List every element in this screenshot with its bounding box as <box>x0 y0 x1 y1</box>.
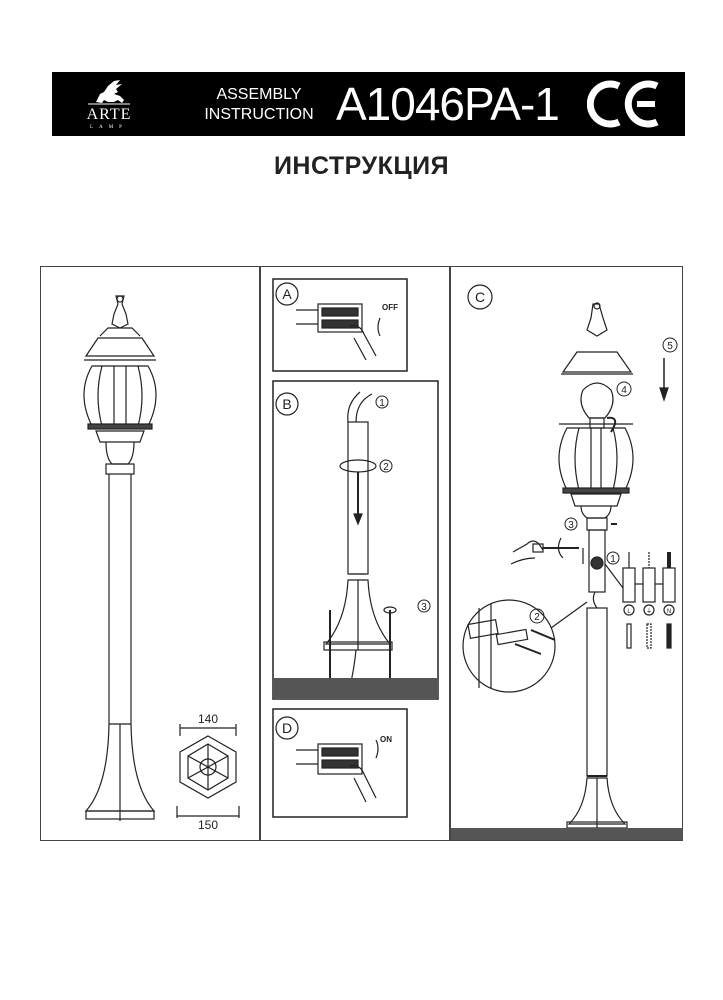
step-c-number-3: 3 <box>568 520 574 531</box>
step-a-panel: A OFF <box>272 278 408 372</box>
step-a-label: A <box>282 286 292 302</box>
assembly-line-2: INSTRUCTION <box>204 106 314 123</box>
step-c-number-2: 2 <box>534 612 540 623</box>
circuit-breaker-on-drawing <box>296 739 379 803</box>
switch-off-text: OFF <box>382 303 398 312</box>
lamp-assembly-drawing <box>462 302 676 829</box>
step-b-badge <box>275 392 299 416</box>
step-d-panel: D ON <box>272 708 408 818</box>
step-b-numbers: 1 2 3 <box>375 395 431 613</box>
pole-install-drawing <box>323 391 397 687</box>
step-c-label: C <box>475 289 485 305</box>
step-b-number-2: 2 <box>383 462 389 473</box>
ground-texture <box>451 828 683 840</box>
page-title: ИНСТРУКЦИЯ <box>273 152 450 180</box>
header-banner: ARTE LAMP ASSEMBLY INSTRUCTION A1046PA-1 <box>52 72 685 136</box>
circuit-breaker-off-drawing <box>296 303 381 361</box>
brand-subtitle: LAMP <box>90 125 128 130</box>
base-dimension-drawing <box>176 724 240 818</box>
terminal-labels: L ⏚ N <box>627 608 671 615</box>
step-d-label: D <box>282 720 292 736</box>
step-c-panel: C <box>451 284 683 840</box>
overview-panel: 140 150 <box>83 295 240 832</box>
step-d-badge <box>275 716 299 740</box>
dimension-width-150: 150 <box>198 818 218 832</box>
step-b-number-3: 3 <box>421 602 427 613</box>
step-c-number-4: 4 <box>621 385 627 396</box>
assembly-instruction-label: ASSEMBLY INSTRUCTION <box>194 85 324 125</box>
panel-divider <box>449 266 451 841</box>
model-number: A1046PA-1 <box>336 78 560 130</box>
assembly-line-1: ASSEMBLY <box>216 86 302 103</box>
step-c-numbers: 1 2 3 4 5 <box>529 337 678 624</box>
panel-divider <box>259 266 261 841</box>
brand-name: ARTE <box>86 106 132 123</box>
step-c-badge <box>467 284 493 310</box>
step-b-panel: B 1 2 3 <box>272 380 439 700</box>
step-b-number-1: 1 <box>379 398 385 409</box>
dimension-width-140: 140 <box>198 712 218 726</box>
step-a-badge <box>275 282 299 306</box>
terminal-earth-label: ⏚ <box>646 608 652 615</box>
ground-texture <box>274 678 437 698</box>
winged-lion-icon <box>88 80 130 105</box>
arte-lamp-logo: ARTE LAMP <box>74 78 144 132</box>
instruction-frame <box>40 266 683 841</box>
step-b-label: B <box>282 396 291 412</box>
step-c-number-1: 1 <box>610 554 616 565</box>
terminal-live-label: L <box>627 609 631 615</box>
switch-on-text: ON <box>380 735 392 744</box>
ce-mark-icon <box>586 78 667 130</box>
terminal-neutral-label: N <box>667 609 671 615</box>
lamp-post-drawing <box>83 295 157 821</box>
step-c-number-5: 5 <box>667 341 673 352</box>
